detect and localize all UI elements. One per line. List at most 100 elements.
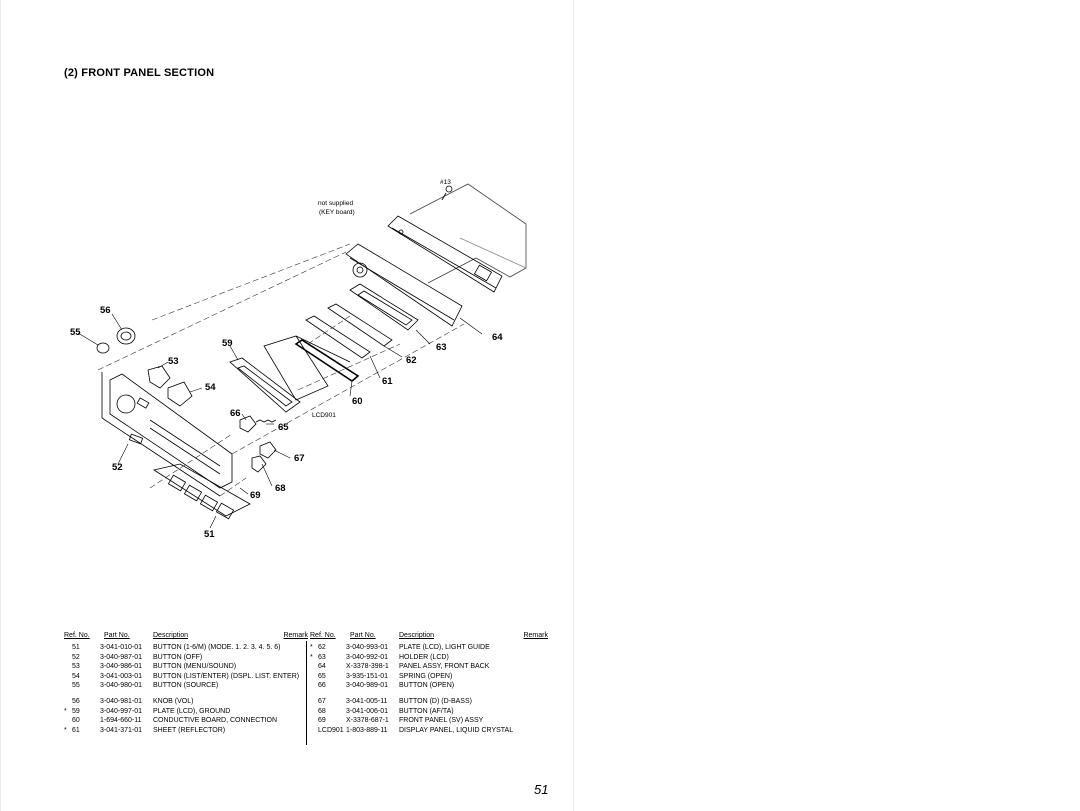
row-ref-no: 65: [318, 672, 326, 680]
button-af-ta-part: [251, 455, 267, 473]
row-description: HOLDER (LCD): [399, 653, 449, 661]
page-number: 51: [534, 782, 549, 797]
conductive-board-part: [294, 339, 360, 382]
chassis-outline: [409, 183, 527, 284]
callout-63: 63: [436, 342, 447, 353]
header-part-no: Part No.: [104, 632, 130, 639]
callout-65: 65: [278, 422, 289, 433]
row-part-no: 3-040-989-01: [346, 682, 389, 690]
row-description: CONDUCTIVE BOARD, CONNECTION: [153, 717, 278, 725]
row-description: BUTTON (OFF): [153, 653, 203, 661]
row-ref-no: 51: [72, 644, 80, 651]
header-part-no: Part No.: [350, 632, 376, 639]
row-ref-no: 68: [318, 707, 326, 715]
table-divider: [306, 641, 307, 745]
row-part-no: 3-041-371-01: [100, 726, 143, 734]
row-part-no: 3-040-986-01: [100, 663, 143, 671]
header-ref-no: Ref. No.: [310, 632, 336, 639]
row-ref-no: 69: [318, 717, 326, 725]
row-ref-no: 54: [72, 672, 80, 680]
row-ref-no: 59: [72, 707, 80, 715]
row-ref-no: 66: [318, 682, 326, 690]
row-ref-no: 60: [72, 717, 80, 725]
panel-assy-front-back-part: [387, 215, 503, 293]
callout-51: 51: [204, 529, 215, 540]
lcd-holder-part: [349, 283, 419, 331]
row-mark: *: [310, 653, 313, 661]
knob-vol-part: [116, 327, 136, 345]
callout-59: 59: [222, 338, 233, 349]
row-mark: *: [310, 644, 313, 651]
screw-label: #13: [440, 179, 451, 186]
row-description: BUTTON (MENU/SOUND): [153, 663, 237, 671]
button-off-part: [128, 433, 144, 445]
callout-53: 53: [168, 356, 179, 367]
page-gutter-left: [0, 0, 1, 811]
light-guide-plate-part: [305, 315, 371, 359]
row-part-no: 3-935-151-01: [346, 672, 389, 680]
row-description: BUTTON (LIST/ENTER) (DSPL. LIST. ENTER): [153, 672, 300, 680]
row-description: BUTTON (SOURCE): [153, 682, 219, 690]
lcd-plate-ground-part: [229, 357, 301, 413]
row-ref-no: 62: [318, 644, 326, 651]
key-board-part: [345, 243, 463, 327]
front-panel-part: [101, 372, 233, 497]
table-header: Ref. No. Part No. Description Remark: [64, 631, 308, 643]
row-description: FRONT PANEL (SV) ASSY: [399, 717, 484, 725]
row-part-no: 3-040-981-01: [100, 697, 143, 705]
parts-table-left: Ref. No. Part No. Description Remark 51 3…: [64, 631, 308, 735]
row-description: BUTTON (AF/TA): [399, 707, 454, 715]
callout-52: 52: [112, 462, 123, 473]
row-part-no: 3-040-980-01: [100, 682, 143, 690]
row-mark: *: [64, 726, 67, 734]
row-part-no: 3-041-006-01: [346, 707, 389, 715]
header-remark: Remark: [523, 632, 548, 639]
row-description: BUTTON (D) (D-BASS): [399, 697, 472, 705]
callout-64: 64: [492, 332, 503, 343]
parts-table-right: Ref. No. Part No. Description Remark * 62…: [310, 631, 548, 735]
button-1-6-part: [152, 463, 251, 520]
header-ref-no: Ref. No.: [64, 632, 90, 639]
header-remark: Remark: [283, 632, 308, 639]
row-ref-no: 67: [318, 697, 326, 705]
callout-60: 60: [352, 396, 363, 407]
table-header: Ref. No. Part No. Description Remark: [310, 631, 548, 643]
button-d-bass-part: [259, 441, 277, 459]
row-part-no: 3-040-993-01: [346, 644, 389, 651]
reflector-sheet-part: [327, 303, 393, 347]
callout-62: 62: [406, 355, 417, 366]
spring-open-part: [255, 419, 277, 423]
callout-61: 61: [382, 376, 393, 387]
row-part-no: 3-041-005-11: [346, 697, 388, 705]
row-ref-no: 56: [72, 697, 80, 705]
row-description: KNOB (VOL): [153, 697, 194, 705]
table-row: 54 3-041-003-01 BUTTON (LIST/ENTER) (DSPL.…: [64, 672, 308, 682]
row-ref-no: LCD901: [318, 726, 344, 734]
row-part-no: 3-041-003-01: [100, 672, 143, 680]
callout-55: 55: [70, 327, 81, 338]
callout-68: 68: [275, 483, 286, 494]
row-part-no: 3-040-987-01: [100, 653, 143, 661]
row-description: PLATE (LCD), LIGHT GUIDE: [399, 644, 490, 651]
row-part-no: X-3378-398-1: [346, 663, 389, 671]
header-description: Description: [399, 632, 435, 639]
row-part-no: 3-041-010-01: [100, 644, 143, 651]
not-supplied-label: not supplied: [318, 200, 353, 207]
lcd-display-part: [263, 335, 329, 401]
table-row: 68 3-041-006-01 BUTTON (AF/TA): [310, 707, 548, 717]
button-list-enter-part: [167, 381, 193, 407]
row-part-no: 3-040-997-01: [100, 707, 143, 715]
row-description: PANEL ASSY, FRONT BACK: [399, 663, 490, 671]
callout-69: 69: [250, 490, 261, 501]
lcd901-label: LCD901: [312, 412, 336, 419]
